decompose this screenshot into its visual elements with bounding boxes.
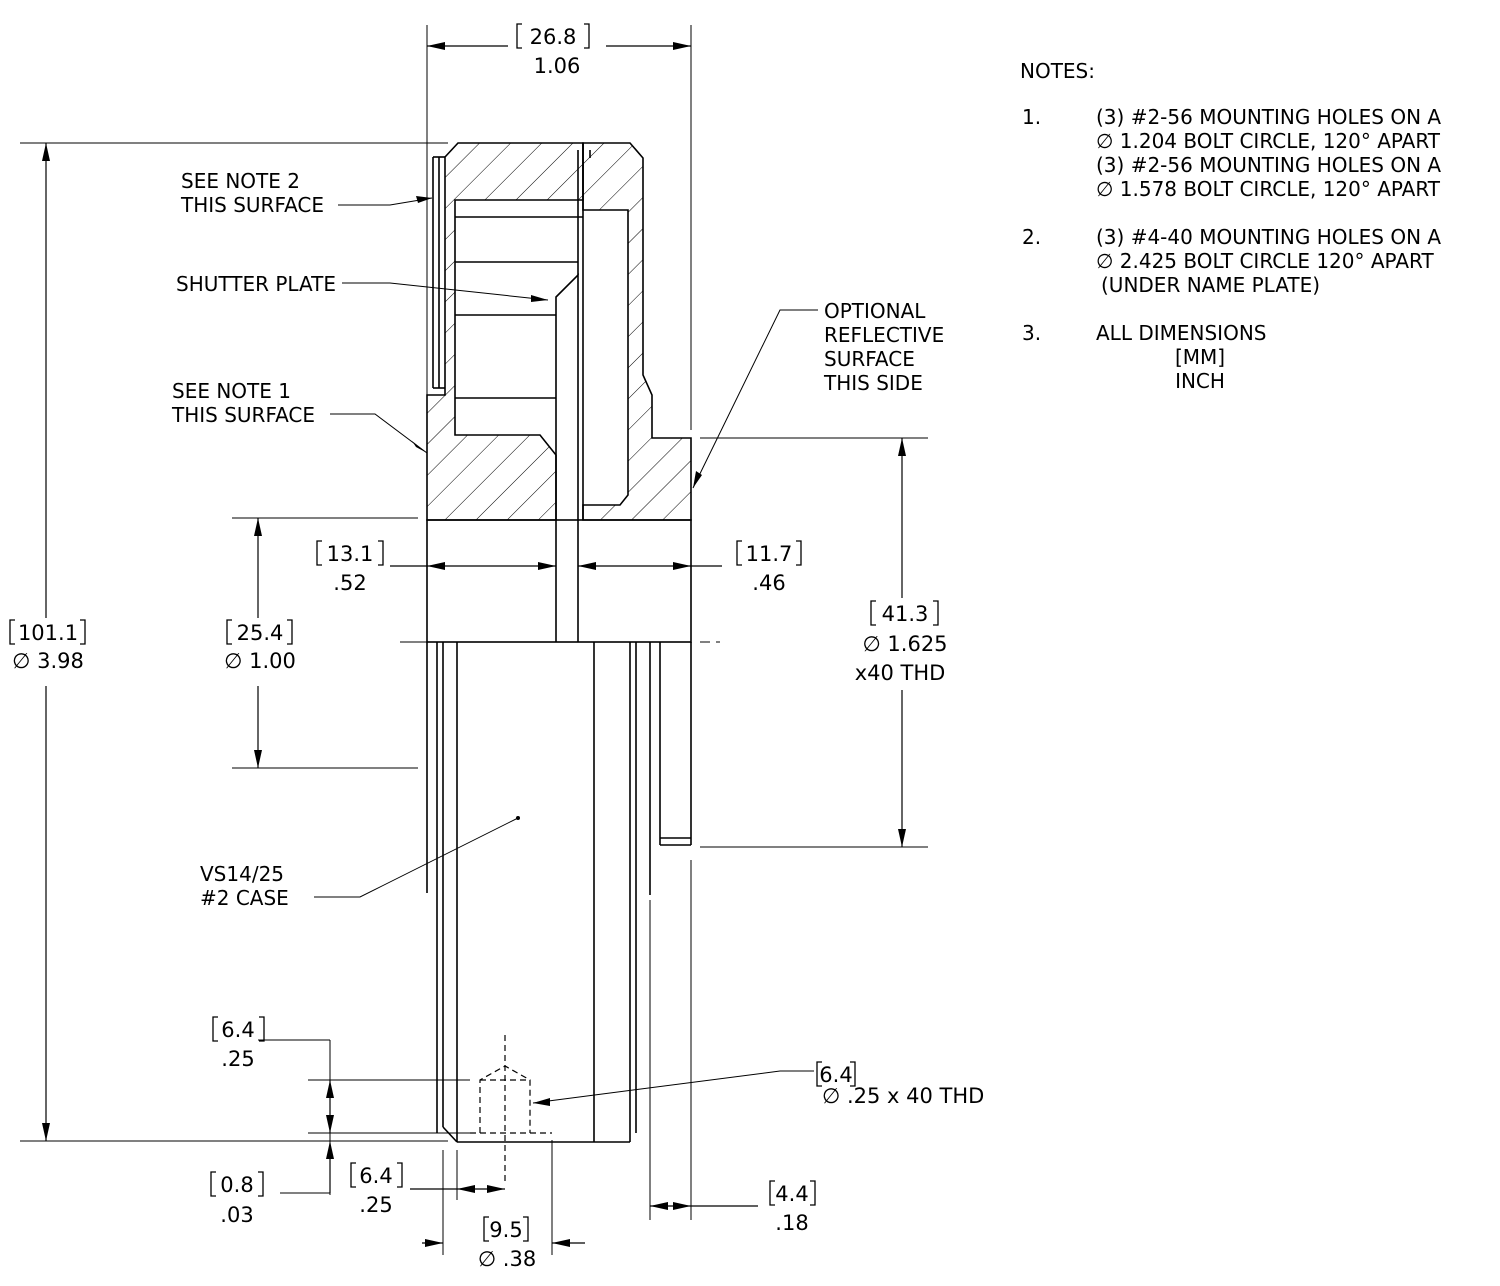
dim-bore: 25.4 ∅ 1.00 xyxy=(224,619,296,673)
dim-hole-depth-mm: 6.4 xyxy=(221,1018,254,1042)
notes-block: NOTES: 1. (3) #2-56 MOUNTING HOLES ON A … xyxy=(1020,59,1441,393)
svg-text:(3) #2-56 MOUNTING HOLES ON A: (3) #2-56 MOUNTING HOLES ON A xyxy=(1096,105,1441,129)
svg-text:VS14/25: VS14/25 xyxy=(200,862,284,886)
case-tube xyxy=(426,642,692,1143)
dim-overall-height: 101.1 ∅ 3.98 xyxy=(9,619,86,673)
dim-thread: 41.3 ∅ 1.625 x40 THD xyxy=(855,600,948,685)
svg-text:REFLECTIVE: REFLECTIVE xyxy=(824,323,944,347)
dim-overall-height-inch: ∅ 3.98 xyxy=(12,649,84,673)
dim-hole-thread: 6.4 ∅ .25 x 40 THD xyxy=(816,1061,984,1108)
dim-right-half: 11.7 .46 xyxy=(736,540,802,595)
svg-text:ALL DIMENSIONS: ALL DIMENSIONS xyxy=(1096,321,1266,345)
dim-hole-dia-mm: 9.5 xyxy=(489,1218,522,1242)
flange-body xyxy=(426,519,692,643)
dimension-lines xyxy=(20,25,928,1255)
note-1-number: 1. xyxy=(1022,105,1041,129)
dim-bore-mm: 25.4 xyxy=(237,621,284,645)
svg-text:[MM]: [MM] xyxy=(1175,345,1225,369)
dim-thread-extra: x40 THD xyxy=(855,661,946,685)
dim-step-mm: 0.8 xyxy=(220,1173,253,1197)
dim-left-half-inch: .52 xyxy=(333,571,366,595)
dim-thread-inch: ∅ 1.625 xyxy=(862,632,947,656)
callout-note2-surface: SEE NOTE 2 THIS SURFACE xyxy=(180,169,324,217)
shutter-plate xyxy=(555,273,579,520)
svg-text:∅ 1.578 BOLT CIRCLE, 120° APAR: ∅ 1.578 BOLT CIRCLE, 120° APART xyxy=(1096,177,1441,201)
callout-optional-reflective: OPTIONAL REFLECTIVE SURFACE THIS SIDE xyxy=(823,299,944,395)
svg-text:SEE NOTE 2: SEE NOTE 2 xyxy=(181,169,300,193)
dim-overall-width: 26.8 1.06 xyxy=(516,23,590,78)
svg-text:THIS SIDE: THIS SIDE xyxy=(823,371,923,395)
notes-heading: NOTES: xyxy=(1020,59,1095,83)
dim-flange-mm: 4.4 xyxy=(775,1182,808,1206)
dim-hole-thread-inch: ∅ .25 x 40 THD xyxy=(822,1084,984,1108)
svg-text:#2 CASE: #2 CASE xyxy=(200,886,289,910)
dim-hole-offset-mm: 6.4 xyxy=(359,1164,392,1188)
dim-hole-dia-inch: ∅ .38 xyxy=(478,1247,536,1271)
dim-right-half-mm: 11.7 xyxy=(746,542,793,566)
dim-overall-width-inch: 1.06 xyxy=(534,54,581,78)
svg-text:SEE NOTE 1: SEE NOTE 1 xyxy=(172,379,291,403)
dim-bore-inch: ∅ 1.00 xyxy=(224,649,296,673)
housing-right-section xyxy=(582,142,692,521)
note-3-number: 3. xyxy=(1022,321,1041,345)
dim-hole-offset: 6.4 .25 xyxy=(350,1162,403,1217)
dim-hole-depth: 6.4 .25 xyxy=(212,1016,265,1071)
svg-text:THIS SURFACE: THIS SURFACE xyxy=(171,403,315,427)
dim-hole-thread-mm: 6.4 xyxy=(819,1063,852,1087)
dim-overall-width-mm: 26.8 xyxy=(530,25,577,49)
svg-text:OPTIONAL: OPTIONAL xyxy=(824,299,926,323)
svg-text:(3) #2-56 MOUNTING HOLES ON A: (3) #2-56 MOUNTING HOLES ON A xyxy=(1096,153,1441,177)
svg-text:(3) #4-40 MOUNTING HOLES ON A: (3) #4-40 MOUNTING HOLES ON A xyxy=(1096,225,1441,249)
svg-text:INCH: INCH xyxy=(1175,369,1225,393)
dim-thread-mm: 41.3 xyxy=(882,602,929,626)
callout-shutter-plate: SHUTTER PLATE xyxy=(176,272,336,296)
svg-text:∅ 2.425 BOLT CIRCLE 120° APART: ∅ 2.425 BOLT CIRCLE 120° APART xyxy=(1096,249,1434,273)
dim-flange-inch: .18 xyxy=(775,1211,808,1235)
dim-overall-height-mm: 101.1 xyxy=(18,621,78,645)
dim-step: 0.8 .03 xyxy=(210,1171,264,1227)
part-body xyxy=(400,142,720,1185)
callout-case: VS14/25 #2 CASE xyxy=(200,862,289,910)
housing-left-section xyxy=(426,142,584,521)
svg-text:SURFACE: SURFACE xyxy=(824,347,915,371)
note-2-number: 2. xyxy=(1022,225,1041,249)
dim-left-half: 13.1 .52 xyxy=(316,540,384,595)
dim-flange: 4.4 .18 xyxy=(769,1180,816,1235)
dim-right-half-inch: .46 xyxy=(752,571,785,595)
callout-note1-surface: SEE NOTE 1 THIS SURFACE xyxy=(171,379,315,427)
tapped-hole-hidden xyxy=(470,1035,552,1185)
svg-text:(UNDER NAME PLATE): (UNDER NAME PLATE) xyxy=(1101,273,1320,297)
dim-hole-dia: 9.5 ∅ .38 xyxy=(478,1216,536,1271)
dim-hole-depth-inch: .25 xyxy=(221,1047,254,1071)
dim-step-inch: .03 xyxy=(220,1203,253,1227)
dim-left-half-mm: 13.1 xyxy=(327,542,374,566)
dim-hole-offset-inch: .25 xyxy=(359,1193,392,1217)
svg-text:∅ 1.204 BOLT CIRCLE, 120° APAR: ∅ 1.204 BOLT CIRCLE, 120° APART xyxy=(1096,129,1441,153)
svg-text:THIS SURFACE: THIS SURFACE xyxy=(180,193,324,217)
